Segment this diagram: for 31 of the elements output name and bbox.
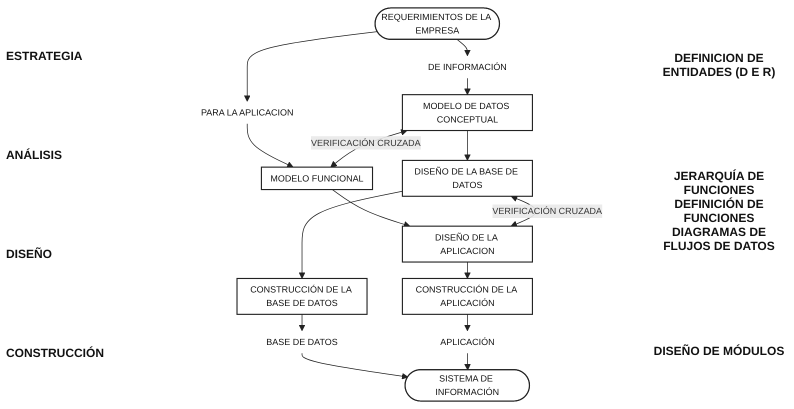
arrow (464, 352, 471, 370)
annotation-text: DEFINICION DE ENTIDADES (D E R) (662, 51, 776, 80)
arrow (332, 189, 410, 228)
arrow (457, 39, 471, 56)
arrow (464, 314, 471, 332)
node-box: MODELO DE DATOS CONCEPTUAL (402, 94, 533, 132)
annotation-text: CONSTRUCCIÓN (6, 346, 105, 360)
arrow (298, 190, 403, 279)
node-text: APLICACIÓN (440, 336, 495, 348)
annotation-text: JERARQUÍA DE FUNCIONES DEFINICIÓN DE FUNCIONES DIAGRAMAS DE FLUJOS DE DATOS (662, 169, 776, 254)
node-box: DISEÑO DE LA APLICACION (402, 226, 533, 263)
edge-label: VERIFICACIÓN CRUZADA (311, 138, 421, 148)
arrow (298, 314, 306, 332)
node-text: BASE DE DATOS (266, 336, 338, 348)
node-text: PARA LA APLICACION (200, 107, 294, 118)
arrow (246, 123, 294, 168)
arrow (302, 352, 408, 380)
node-box: MODELO FUNCIONAL (260, 166, 374, 190)
edge-label: VERIFICACIÓN CRUZADA (492, 206, 602, 216)
arrow (464, 78, 471, 95)
node-box: CONSTRUCCIÓN DE LA BASE DE DATOS (236, 278, 368, 315)
arrow (464, 130, 471, 161)
annotation-text: ANÁLISIS (6, 148, 64, 162)
annotation-text: DISEÑO (6, 247, 54, 262)
arrow (464, 262, 471, 279)
annotation-text: ESTRATEGIA (6, 48, 84, 63)
annotation-text: DISEÑO DE MÓDULOS (652, 344, 786, 358)
node-box: DISEÑO DE LA BASE DE DATOS (402, 160, 533, 197)
node-box: CONSTRUCCIÓN DE LA APLICACIÓN (402, 278, 533, 315)
node-text: DE INFORMACIÓN (428, 62, 507, 72)
arrow (244, 31, 378, 102)
